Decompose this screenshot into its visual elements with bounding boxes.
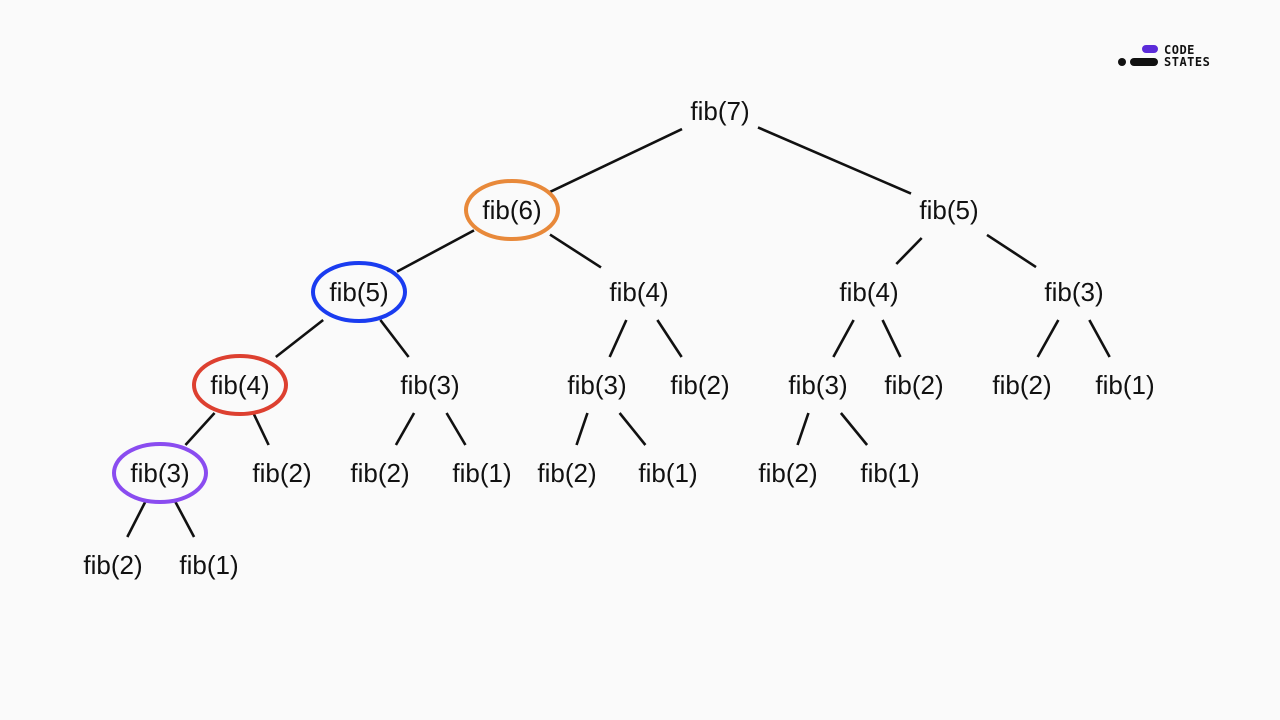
tree-node-n3d: fib(3): [788, 370, 848, 400]
tree-edge-n4-n2d: [252, 412, 270, 446]
tree-node-n1a: fib(1): [1095, 370, 1155, 400]
tree-node-n7: fib(7): [690, 96, 750, 126]
tree-edge-n4b-n3d: [832, 319, 855, 358]
tree-edge-n3b-n1b: [445, 412, 467, 446]
tree-node-n2c: fib(2): [992, 370, 1052, 400]
tree-node-n5: fib(5): [329, 277, 389, 307]
tree-node-n3a: fib(3): [1044, 277, 1104, 307]
tree-edge-n3c-n1c: [618, 412, 647, 446]
tree-edge-n5-n4: [275, 318, 324, 359]
logo-mark-bottom: [1130, 58, 1158, 66]
tree-node-n1c: fib(1): [638, 458, 698, 488]
logo-mark-top: [1142, 45, 1158, 53]
code-states-logo: CODE STATES: [1118, 44, 1228, 70]
tree-edge-n5r-n4b: [895, 237, 923, 265]
tree-edge-n4-n3: [184, 412, 216, 446]
tree-edge-n5-n3b: [379, 319, 410, 358]
tree-edge-n3c-n2f: [575, 412, 589, 446]
tree-node-n2h: fib(2): [83, 550, 143, 580]
highlight-ring-n5: [311, 261, 407, 323]
tree-node-n5r: fib(5): [919, 195, 979, 225]
tree-node-n6: fib(6): [482, 195, 542, 225]
logo-text-line2: STATES: [1164, 55, 1211, 69]
tree-edge-n4a-n3c: [608, 319, 628, 358]
tree-edge-n3d-n1d: [839, 412, 869, 446]
tree-node-n4: fib(4): [210, 370, 270, 400]
logo-mark-dot: [1118, 58, 1126, 66]
tree-edge-n6-n4a: [549, 233, 602, 269]
tree-node-n2f: fib(2): [537, 458, 597, 488]
logo-text: CODE STATES: [1164, 44, 1210, 68]
tree-node-n1d: fib(1): [860, 458, 920, 488]
tree-node-n2e: fib(2): [350, 458, 410, 488]
highlight-ring-n3: [112, 442, 208, 504]
tree-edge-n3a-n2c: [1036, 319, 1060, 358]
tree-node-n3: fib(3): [130, 458, 190, 488]
tree-node-n4a: fib(4): [609, 277, 669, 307]
tree-edge-n4b-n2b: [881, 319, 902, 358]
tree-edge-n3-n2h: [126, 500, 147, 538]
tree-edge-n7-n5r: [757, 126, 912, 195]
highlight-ring-n6: [464, 179, 560, 241]
tree-edge-n3d-n2g: [796, 412, 810, 446]
tree-edge-n7-n6: [549, 127, 683, 194]
tree-node-n2d: fib(2): [252, 458, 312, 488]
logo-text-line1: CODE: [1164, 43, 1195, 57]
tree-edge-n3-n1e: [173, 500, 196, 538]
tree-edge-n4a-n2a: [656, 319, 683, 358]
tree-node-n2a: fib(2): [670, 370, 730, 400]
highlight-ring-n4: [192, 354, 288, 416]
tree-node-n1e: fib(1): [179, 550, 239, 580]
tree-node-n3b: fib(3): [400, 370, 460, 400]
tree-node-n2b: fib(2): [884, 370, 944, 400]
tree-node-n4b: fib(4): [839, 277, 899, 307]
tree-node-n3c: fib(3): [567, 370, 627, 400]
tree-edge-n5r-n3a: [986, 233, 1037, 269]
tree-node-n1b: fib(1): [452, 458, 512, 488]
tree-edge-n3a-n1a: [1088, 319, 1111, 358]
tree-edge-n6-n5: [396, 229, 475, 273]
tree-node-n2g: fib(2): [758, 458, 818, 488]
tree-edge-n3b-n2e: [394, 412, 416, 446]
